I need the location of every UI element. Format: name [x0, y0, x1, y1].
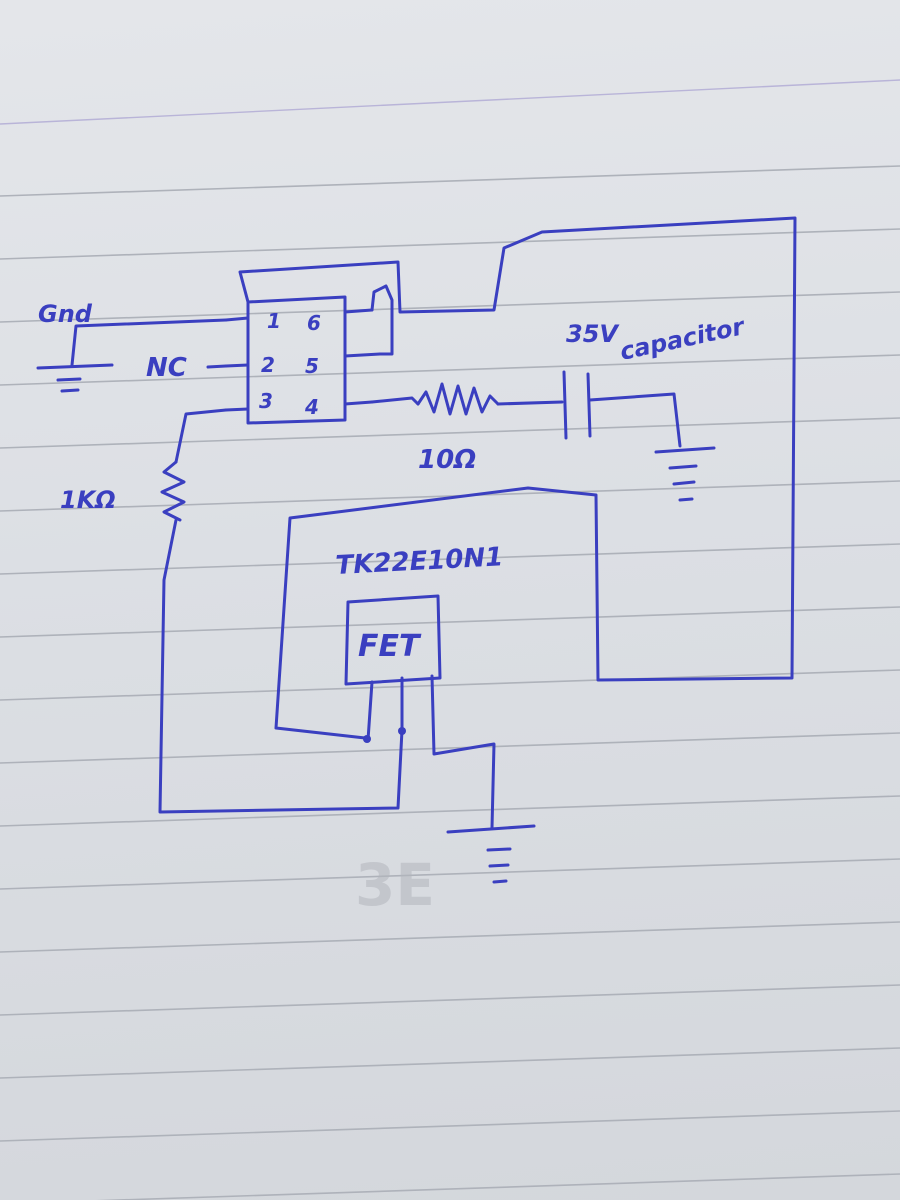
voltage-label: 35V: [566, 320, 620, 348]
part-number-label: TK22E10N1: [335, 542, 504, 581]
pin3-label: 3: [259, 389, 273, 413]
ruled-line: [0, 858, 900, 890]
ruled-line: [0, 417, 900, 449]
ruled-line: [0, 354, 900, 386]
ruled-line: [0, 291, 900, 323]
pin5-pin6-link: [370, 284, 394, 356]
r1k-label: 1KΩ: [60, 486, 116, 514]
ruled-line: [0, 1110, 900, 1142]
pin4-lead: [343, 400, 374, 406]
ruled-line: [0, 669, 900, 701]
nc-label: NC: [146, 353, 187, 383]
gnd-label: Gnd: [38, 300, 93, 328]
ruled-line: [0, 1047, 900, 1079]
ruled-line: [0, 795, 900, 827]
pin2-label: 2: [261, 353, 275, 377]
pin6-lead: [343, 308, 374, 314]
ruled-line: [0, 228, 900, 260]
pin6-label: 6: [307, 311, 321, 335]
ic-chip: [224, 295, 382, 425]
pin4-label: 4: [304, 395, 319, 419]
gnd-symbol-left: [36, 363, 114, 370]
ruled-line: [0, 921, 900, 953]
ruled-lines: [0, 79, 900, 1200]
fet-lead-right: [430, 674, 496, 830]
ruled-line: [0, 984, 900, 1016]
pin1-lead: [224, 316, 250, 322]
gnd-symbol-cap: [654, 446, 716, 454]
fet-body: [344, 594, 442, 686]
ruled-line: [0, 606, 900, 638]
pin5-lead: [343, 352, 382, 358]
resistor-1k-ohm: [160, 460, 186, 522]
ruled-line: [0, 480, 900, 512]
r1k-branch: [158, 408, 404, 814]
pin5-label: 5: [305, 354, 319, 378]
ic-body: [246, 295, 347, 425]
nc-wire: [206, 364, 228, 369]
pin2-lead: [224, 363, 250, 368]
gnd-symbol-fet: [446, 824, 536, 834]
fet: [344, 594, 536, 884]
top-margin-line: [0, 79, 900, 125]
ruled-line: [0, 543, 900, 575]
gnd-wire: [36, 318, 228, 393]
fet-label: FET: [358, 629, 422, 664]
pin3-lead: [224, 407, 250, 412]
pin1-label: 1: [267, 309, 281, 333]
supply-wire: [238, 216, 797, 740]
ruled-line: [0, 165, 900, 197]
r10-label: 10Ω: [418, 445, 476, 475]
ruled-line: [95, 1173, 900, 1200]
fet-lead-left: [366, 680, 374, 742]
capacitor-label: capacitor: [617, 312, 748, 366]
r10-branch: [370, 370, 716, 502]
capacitor-plate-2: [586, 372, 592, 438]
ruled-line: [0, 732, 900, 764]
capacitor-plate-1: [562, 370, 568, 440]
resistor-10-ohm: [416, 382, 500, 416]
bleed-through-text: 3E: [355, 851, 435, 919]
